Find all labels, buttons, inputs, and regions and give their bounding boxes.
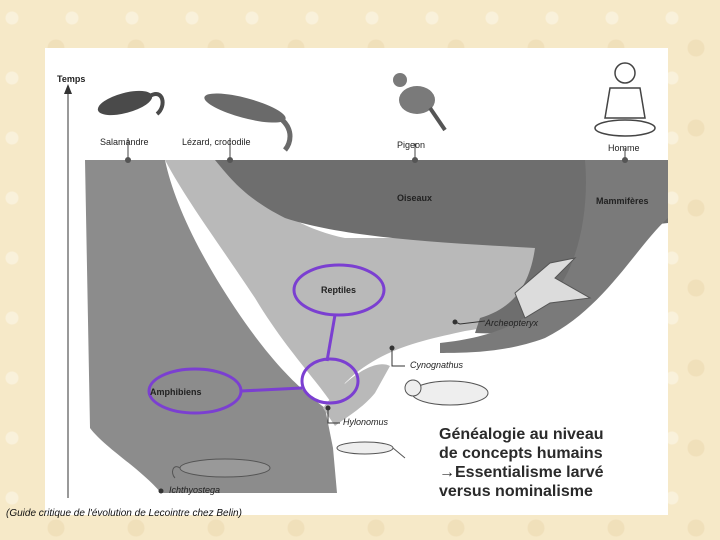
cynognathus-pointer xyxy=(391,348,405,367)
pigeon-node xyxy=(412,157,418,163)
amphibiens-label: Amphibiens xyxy=(150,387,202,397)
archeopteryx-illustration xyxy=(514,257,592,319)
reptiles-stem xyxy=(323,364,390,426)
mammiferes-label: Mammifères xyxy=(596,196,649,206)
hylonomus-pointer xyxy=(327,408,340,424)
homme-node xyxy=(622,157,628,163)
note-line-3: →Essentialisme larvé xyxy=(439,464,604,481)
salamandre-node xyxy=(125,157,131,163)
note-line-2: de concepts humains xyxy=(439,445,603,462)
hylonomus-illustration xyxy=(336,441,406,459)
salamandre-illustration xyxy=(97,90,165,116)
salamandre-label: Salamandre xyxy=(100,137,149,147)
homme-label: Homme xyxy=(608,143,640,153)
homme-illustration xyxy=(594,62,656,137)
pigeon-illustration xyxy=(393,73,447,132)
note-line-4: versus nominalisme xyxy=(439,483,593,500)
amphibiens-link-line xyxy=(240,386,303,393)
amphibiens-branch xyxy=(85,160,337,493)
archeopteryx-label: Archeopteryx xyxy=(485,318,539,328)
archeopteryx-node xyxy=(452,319,458,325)
annotation-note: Généalogie au niveau de concepts humains… xyxy=(439,425,639,501)
ichthyostega-illustration xyxy=(172,458,271,479)
note-line-1: Généalogie au niveau xyxy=(439,426,604,443)
time-axis-arrow xyxy=(64,84,72,94)
mammiferes-branch xyxy=(440,160,668,353)
cynognathus-label: Cynognathus xyxy=(410,360,464,370)
cynognathus-illustration xyxy=(404,379,489,406)
cynognathus-node xyxy=(389,345,395,351)
reptiles-branch xyxy=(165,160,605,408)
hylonomus-node xyxy=(325,405,331,411)
ichthyostega-label: Ichthyostega xyxy=(169,485,221,495)
time-axis-label: Temps xyxy=(57,74,86,84)
reptiles-highlight-circle xyxy=(292,263,386,317)
ichthyostega-node xyxy=(158,488,164,494)
highlight-annotations xyxy=(147,263,386,415)
source-caption: (Guide critique de l'évolution de Lecoin… xyxy=(6,508,242,519)
reptiles-label: Reptiles xyxy=(321,285,357,295)
common-ancestor-highlight-circle xyxy=(300,357,360,405)
lezard-node xyxy=(227,157,233,163)
phylogeny-figure: Temps Salamandre Lézard, crocodile Pigeo… xyxy=(45,48,668,515)
phylogeny-diagram xyxy=(64,62,668,498)
crocodile-illustration xyxy=(204,93,293,152)
lezard-crocodile-label: Lézard, crocodile xyxy=(182,137,251,147)
reptiles-link-line xyxy=(325,314,337,362)
pigeon-label: Pigeon xyxy=(397,140,426,150)
hylonomus-label: Hylonomus xyxy=(343,417,389,427)
oiseaux-label: Oiseaux xyxy=(397,193,433,203)
